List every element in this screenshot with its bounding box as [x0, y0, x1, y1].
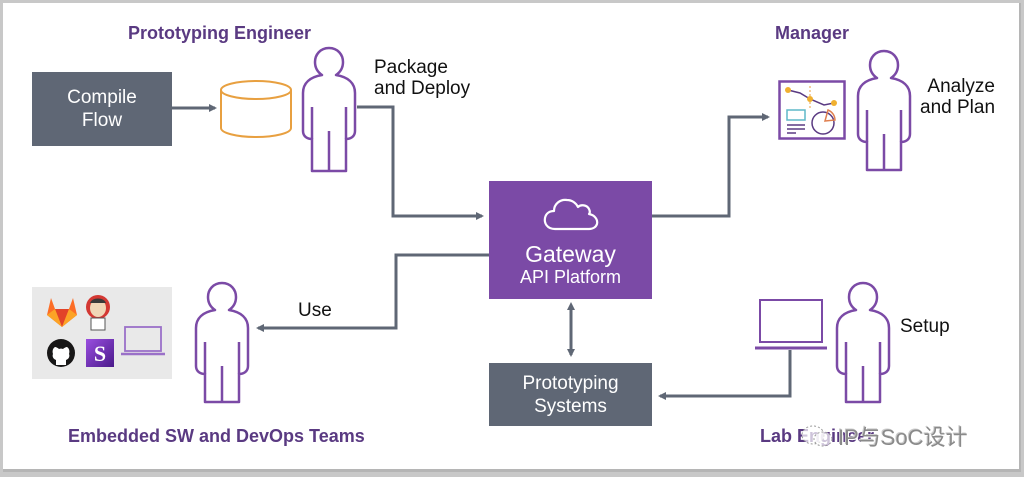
arrow-gateway-to-manager — [652, 113, 770, 218]
person-icon-manager — [856, 49, 912, 172]
person-icon-lab-engineer — [835, 281, 891, 404]
gateway-subtitle: API Platform — [519, 267, 622, 287]
cloud-icon — [543, 198, 598, 231]
role-manager: Manager — [775, 23, 850, 43]
s-app-icon: S — [86, 339, 114, 367]
action-package-deploy: Package and Deploy — [374, 57, 470, 99]
jenkins-icon — [86, 295, 110, 331]
laptop-icon-lab — [755, 299, 827, 350]
watermark: IP与SoC设计 — [800, 420, 968, 452]
watermark-text: IP与SoC设计 — [838, 425, 968, 450]
person-icon-embedded-teams — [194, 281, 250, 404]
dashboard-icon — [778, 80, 846, 140]
arrow-gateway-to-teams — [256, 253, 489, 332]
role-prototyping-engineer: Prototyping Engineer — [128, 23, 312, 43]
prototyping-systems-line2: Systems — [534, 395, 607, 417]
arrow-deploy-to-gateway — [357, 105, 484, 220]
compile-flow-box: Compile Flow — [32, 72, 172, 146]
github-icon — [47, 339, 75, 367]
devops-tools-panel: S — [32, 287, 172, 379]
action-setup: Setup — [900, 316, 950, 337]
prototyping-systems-box: Prototyping Systems — [489, 363, 652, 426]
action-use: Use — [298, 300, 332, 321]
chat-bubble-icon — [801, 425, 833, 447]
gateway-title: Gateway — [525, 241, 616, 267]
database-icon — [220, 80, 292, 138]
compile-flow-line2: Flow — [81, 110, 123, 131]
person-icon-prototyping-engineer — [301, 46, 357, 173]
role-embedded-teams: Embedded SW and DevOps Teams — [68, 426, 365, 446]
prototyping-systems-line1: Prototyping — [522, 372, 619, 394]
gateway-api-platform-box: Gateway API Platform — [489, 181, 652, 299]
action-analyze-plan-line2: and Plan — [920, 97, 996, 118]
compile-flow-line1: Compile — [67, 87, 137, 108]
action-package-deploy-line1: Package — [374, 57, 448, 78]
action-package-deploy-line2: and Deploy — [374, 78, 471, 99]
action-analyze-plan-line1: Analyze — [927, 76, 996, 97]
svg-text:S: S — [94, 341, 106, 366]
action-analyze-plan: Analyze and Plan — [920, 76, 995, 118]
arrow-lab-to-prototyping — [658, 350, 792, 400]
gitlab-icon — [47, 298, 77, 327]
laptop-icon — [121, 326, 165, 356]
